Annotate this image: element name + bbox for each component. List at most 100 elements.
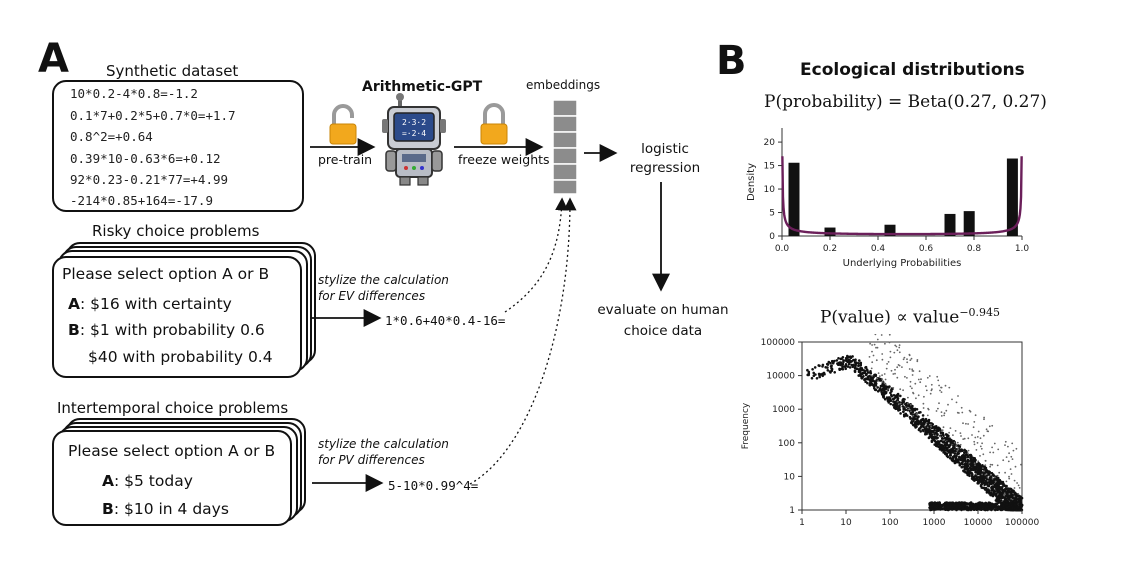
scatter-point	[939, 431, 943, 434]
scatter-point	[810, 376, 814, 380]
panel-a-letter: A	[38, 36, 69, 82]
scatter-point	[951, 457, 954, 461]
scatter-point	[844, 364, 848, 367]
scatter-point	[1018, 487, 1021, 489]
scatter-point	[917, 378, 920, 381]
scatter-point	[965, 502, 969, 505]
scatter-point	[978, 480, 982, 483]
scatter-point	[846, 354, 849, 358]
scatter-point	[1007, 497, 1010, 500]
scatter-point	[930, 433, 934, 436]
scatter-point	[1007, 487, 1011, 491]
option-b-text: : $1 with probability 0.6	[79, 321, 265, 339]
scatter-point	[987, 507, 991, 511]
logistic-regression-label: logistic regression	[620, 140, 710, 178]
scatter-point	[983, 470, 985, 473]
scatter-point	[864, 373, 868, 377]
scatter-point	[973, 443, 976, 446]
scatter-point	[908, 415, 912, 419]
scatter-point	[912, 391, 914, 394]
scatter-point	[904, 408, 907, 411]
scatter-point	[1003, 493, 1006, 496]
x-tick-label: 10000	[964, 518, 993, 528]
scatter-point	[965, 505, 968, 509]
scatter-point	[943, 414, 945, 417]
y-tick-label: 0	[769, 232, 775, 242]
scatter-point	[968, 469, 971, 473]
scatter-point	[985, 473, 988, 475]
scatter-point	[962, 469, 965, 473]
scatter-point	[847, 362, 851, 366]
scatter-point	[931, 423, 934, 426]
scatter-point	[961, 411, 964, 414]
scatter-point	[915, 413, 918, 415]
scatter-point	[854, 364, 857, 367]
scatter-point	[932, 431, 935, 434]
scatter-point	[852, 358, 855, 362]
scatter-point	[973, 462, 976, 464]
scatter-point	[885, 367, 888, 370]
synthetic-line: 10*0.2-4*0.8=-1.2	[70, 86, 198, 101]
inter-option-a: A: $5 today	[102, 472, 193, 490]
scatter-point	[972, 460, 975, 463]
scatter-point	[921, 422, 924, 425]
scatter-point	[875, 379, 878, 382]
scatter-point	[881, 378, 884, 380]
scatter-point	[957, 395, 959, 397]
scatter-point	[982, 467, 984, 469]
scatter-point	[994, 480, 997, 483]
svg-text:=·2·4: =·2·4	[402, 129, 426, 138]
scatter-points	[806, 334, 1024, 512]
scatter-point	[849, 360, 852, 364]
plot-frame	[801, 341, 1023, 511]
scatter-point	[975, 478, 978, 481]
scatter-point	[922, 429, 925, 433]
scatter-point	[812, 374, 816, 377]
scatter-point	[896, 402, 899, 405]
scatter-point	[960, 501, 964, 505]
scatter-point	[936, 375, 939, 378]
beta-chart-title: P(probability) = Beta(0.27, 0.27)	[764, 92, 1047, 112]
scatter-point	[889, 356, 892, 359]
scatter-point	[908, 353, 911, 356]
risky-stylize-line: for EV differences	[318, 289, 426, 303]
scatter-point	[943, 438, 946, 441]
scatter-point	[936, 440, 940, 443]
scatter-point	[1002, 507, 1006, 511]
scatter-point	[890, 388, 893, 392]
scatter-point	[963, 451, 966, 454]
risky-option-b-line2: $40 with probability 0.4	[88, 348, 273, 366]
scatter-point	[855, 361, 858, 364]
scatter-point	[1003, 499, 1007, 502]
scatter-point	[973, 457, 976, 460]
scatter-point	[945, 454, 949, 458]
scatter-point	[1017, 492, 1020, 495]
scatter-point	[980, 474, 984, 478]
scatter-point	[943, 441, 947, 444]
scatter-point	[988, 425, 991, 428]
scatter-point	[964, 468, 967, 471]
scatter-point	[946, 448, 949, 452]
scatter-point	[896, 400, 899, 403]
scatter-point	[1018, 508, 1022, 511]
scatter-point	[1015, 447, 1018, 450]
scatter-point	[921, 414, 925, 417]
scatter-point	[871, 361, 874, 364]
scatter-point	[944, 433, 948, 436]
scatter-point	[974, 475, 977, 478]
scatter-point	[987, 490, 990, 494]
scatter-point	[881, 374, 883, 377]
scatter-point	[921, 424, 924, 427]
scatter-point	[961, 506, 965, 510]
option-b-key: B	[68, 321, 80, 339]
x-tick-label: 0.8	[967, 244, 982, 254]
histogram-bar	[1006, 158, 1018, 236]
scatter-point	[902, 413, 906, 416]
scatter-point	[942, 426, 945, 429]
scatter-point	[1004, 444, 1006, 446]
scatter-point	[938, 507, 942, 511]
scatter-point	[993, 442, 996, 445]
synthetic-line: 0.39*10-0.63*6=+0.12	[70, 151, 221, 166]
scatter-point	[1002, 459, 1005, 462]
scatter-point	[948, 386, 951, 389]
